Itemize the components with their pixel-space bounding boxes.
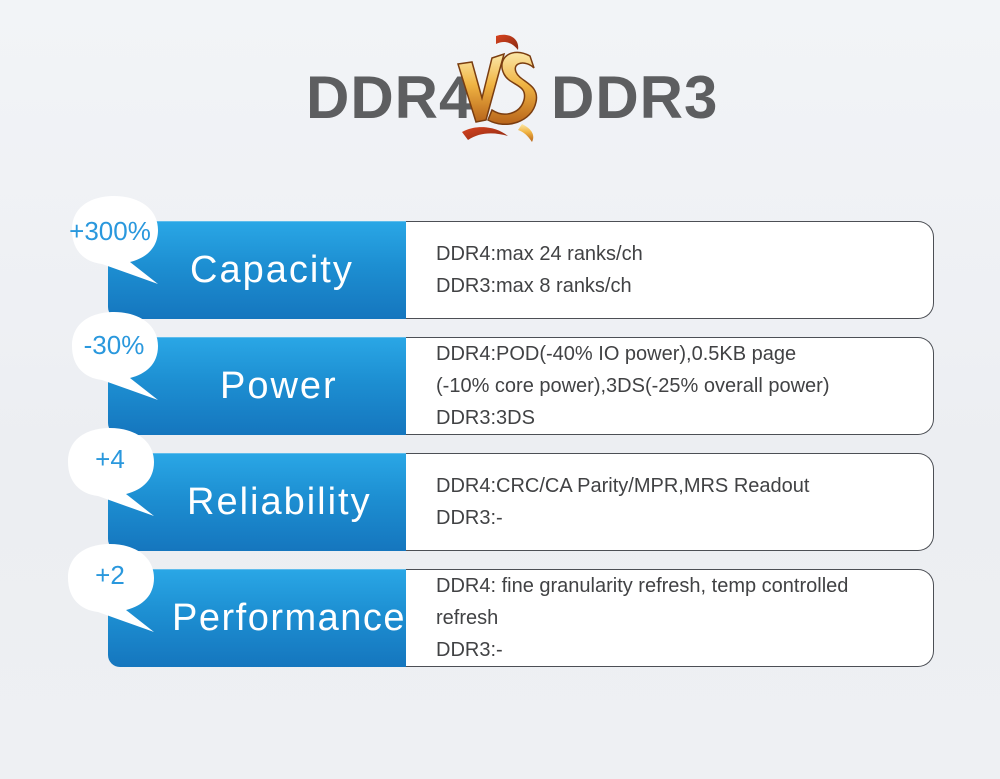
ddr4-title: DDR4 — [306, 64, 474, 131]
description-line: DDR3:- — [436, 507, 503, 529]
comparison-row-capacity: Capacity DDR4:max 24 ranks/ch DDR3:max 8… — [108, 221, 934, 319]
comparison-row-power: Power DDR4:POD(-40% IO power),0.5KB page… — [108, 337, 934, 435]
description-panel: DDR4: fine granularity refresh, temp con… — [406, 569, 934, 667]
description-panel: DDR4:CRC/CA Parity/MPR,MRS Readout DDR3:… — [406, 453, 934, 551]
badge-bubble-performance: +2 — [62, 540, 162, 632]
category-panel: Performance — [108, 569, 408, 667]
description-line: DDR4:CRC/CA Parity/MPR,MRS Readout — [436, 475, 810, 497]
badge-bubble-capacity: +300% — [62, 192, 162, 284]
speech-bubble-icon — [72, 196, 158, 284]
ddr3-title: DDR3 — [551, 64, 719, 131]
description-line: DDR3:3DS — [436, 407, 535, 429]
category-panel: Power — [108, 337, 408, 435]
speech-bubble-icon — [72, 312, 158, 400]
category-panel: Capacity — [108, 221, 408, 319]
badge-text: -30% — [83, 330, 145, 360]
comparison-row-performance: Performance DDR4: fine granularity refre… — [108, 569, 934, 667]
description-line: DDR3:max 8 ranks/ch — [436, 275, 632, 297]
badge-bubble-reliability: +4 — [62, 424, 162, 516]
description-panel: DDR4:POD(-40% IO power),0.5KB page (-10%… — [406, 337, 934, 435]
description-line: DDR4: fine granularity refresh, temp con… — [436, 575, 849, 597]
badge-text: +4 — [95, 444, 125, 474]
description-line: DDR4:max 24 ranks/ch — [436, 243, 643, 265]
category-label: Performance — [172, 596, 407, 639]
badge-bubble-power: -30% — [66, 308, 166, 400]
description-line: refresh — [436, 607, 499, 629]
vs-logo-icon — [452, 28, 544, 144]
description-panel: DDR4:max 24 ranks/ch DDR3:max 8 ranks/ch — [406, 221, 934, 319]
header: DDR4 — [0, 28, 1000, 148]
description-line: DDR3:- — [436, 639, 503, 661]
category-panel: Reliability — [108, 453, 408, 551]
category-label: Reliability — [187, 480, 372, 523]
badge-text: +2 — [95, 560, 125, 590]
speech-bubble-icon — [68, 544, 154, 632]
category-label: Power — [220, 364, 338, 407]
speech-bubble-icon — [68, 428, 154, 516]
description-line: (-10% core power),3DS(-25% overall power… — [436, 375, 830, 397]
category-label: Capacity — [190, 248, 354, 291]
description-line: DDR4:POD(-40% IO power),0.5KB page — [436, 343, 797, 365]
comparison-row-reliability: Reliability DDR4:CRC/CA Parity/MPR,MRS R… — [108, 453, 934, 551]
badge-text: +300% — [69, 216, 151, 246]
